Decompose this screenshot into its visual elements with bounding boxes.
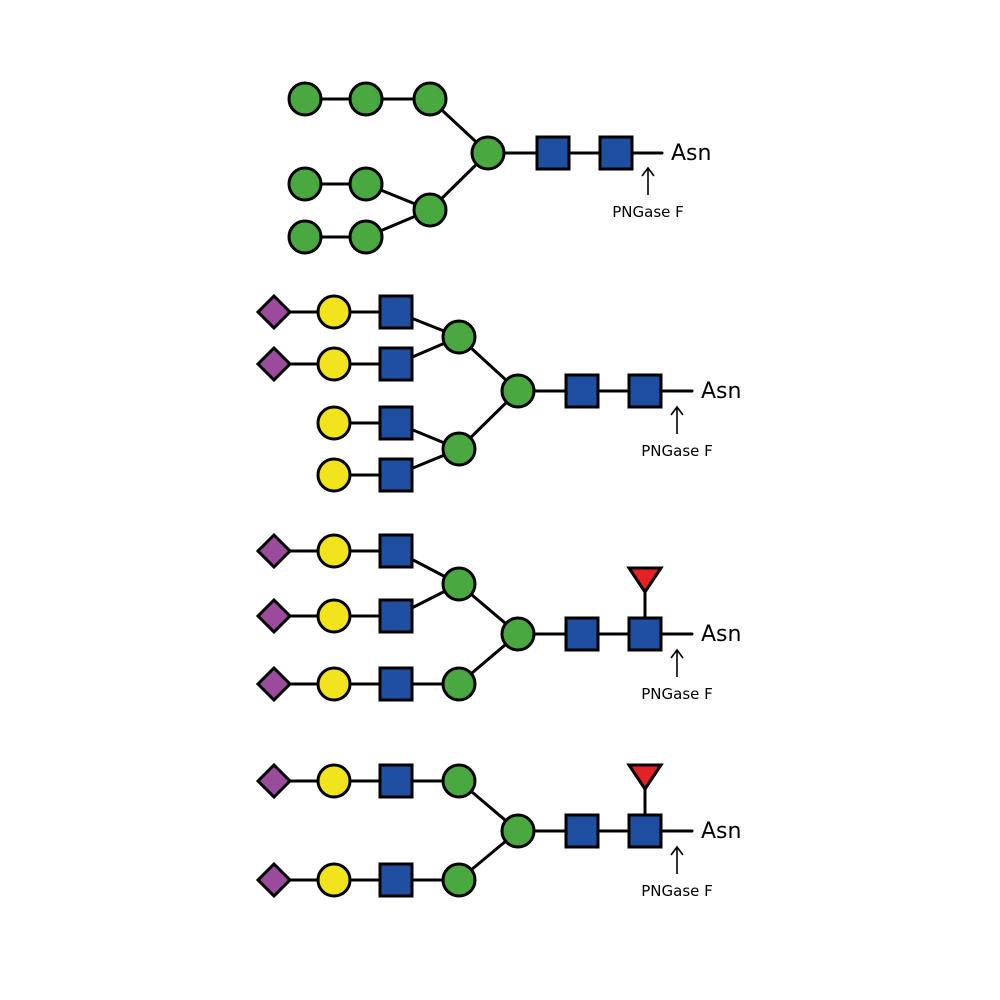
mannose-residue (348, 219, 384, 255)
sialic-acid-residue (255, 665, 293, 703)
asn-label: Asn (701, 622, 741, 647)
mannose-residue (470, 135, 506, 171)
glcnac-residue (378, 346, 414, 382)
sialic-acid-residue (255, 762, 293, 800)
mannose-residue (348, 166, 384, 202)
galactose-residue (316, 763, 352, 799)
glcnac-residue (564, 616, 600, 652)
glcnac-residue (378, 405, 414, 441)
asn-label: Asn (701, 819, 741, 844)
glcnac-residue (378, 294, 414, 330)
glcnac-residue (598, 135, 634, 171)
galactose-residue (316, 533, 352, 569)
mannose-residue (441, 666, 477, 702)
enzyme-label: PNGase F (641, 685, 713, 703)
glcnac-residue (627, 616, 663, 652)
mannose-residue (500, 813, 536, 849)
mannose-residue (348, 81, 384, 117)
glcnac-residue (378, 457, 414, 493)
cleavage-arrow (670, 405, 684, 434)
glcnac-residue (378, 533, 414, 569)
asn-label: Asn (701, 379, 741, 404)
mannose-residue (441, 862, 477, 898)
mannose-residue (287, 166, 323, 202)
enzyme-label: PNGase F (612, 203, 684, 221)
mannose-residue (441, 319, 477, 355)
enzyme-label: PNGase F (641, 882, 713, 900)
cleavage-arrow (641, 166, 655, 195)
glycan-oligomannose: Asn PNGase F (287, 81, 711, 255)
glcnac-residue (535, 135, 571, 171)
enzyme-label: PNGase F (641, 442, 713, 460)
glycan-fucosylated-triantennary: Asn PNGase F (255, 532, 741, 703)
glycan-fucosylated-biantennary: Asn PNGase F (255, 762, 741, 900)
galactose-residue (316, 405, 352, 441)
mannose-residue (441, 763, 477, 799)
mannose-residue (441, 566, 477, 602)
galactose-residue (316, 457, 352, 493)
galactose-residue (316, 598, 352, 634)
galactose-residue (316, 346, 352, 382)
galactose-residue (316, 862, 352, 898)
galactose-residue (316, 666, 352, 702)
fucose-residue (626, 763, 664, 792)
mannose-residue (287, 219, 323, 255)
galactose-residue (316, 294, 352, 330)
glycan-sialylated-tetraantennary: Asn PNGase F (255, 293, 741, 493)
mannose-residue (412, 81, 448, 117)
mannose-residue (412, 192, 448, 228)
glcnac-residue (378, 763, 414, 799)
mannose-residue (441, 431, 477, 467)
cleavage-arrow (670, 845, 684, 874)
glcnac-residue (378, 862, 414, 898)
sialic-acid-residue (255, 597, 293, 635)
glcnac-residue (378, 666, 414, 702)
sialic-acid-residue (255, 293, 293, 331)
fucose-residue (626, 566, 664, 595)
glcnac-residue (564, 813, 600, 849)
glcnac-residue (378, 598, 414, 634)
mannose-residue (287, 81, 323, 117)
cleavage-arrow (670, 648, 684, 677)
mannose-residue (500, 373, 536, 409)
sialic-acid-residue (255, 861, 293, 899)
glcnac-residue (564, 373, 600, 409)
sialic-acid-residue (255, 345, 293, 383)
glcnac-residue (627, 373, 663, 409)
mannose-residue (500, 616, 536, 652)
glcnac-residue (627, 813, 663, 849)
asn-label: Asn (671, 141, 711, 166)
sialic-acid-residue (255, 532, 293, 570)
